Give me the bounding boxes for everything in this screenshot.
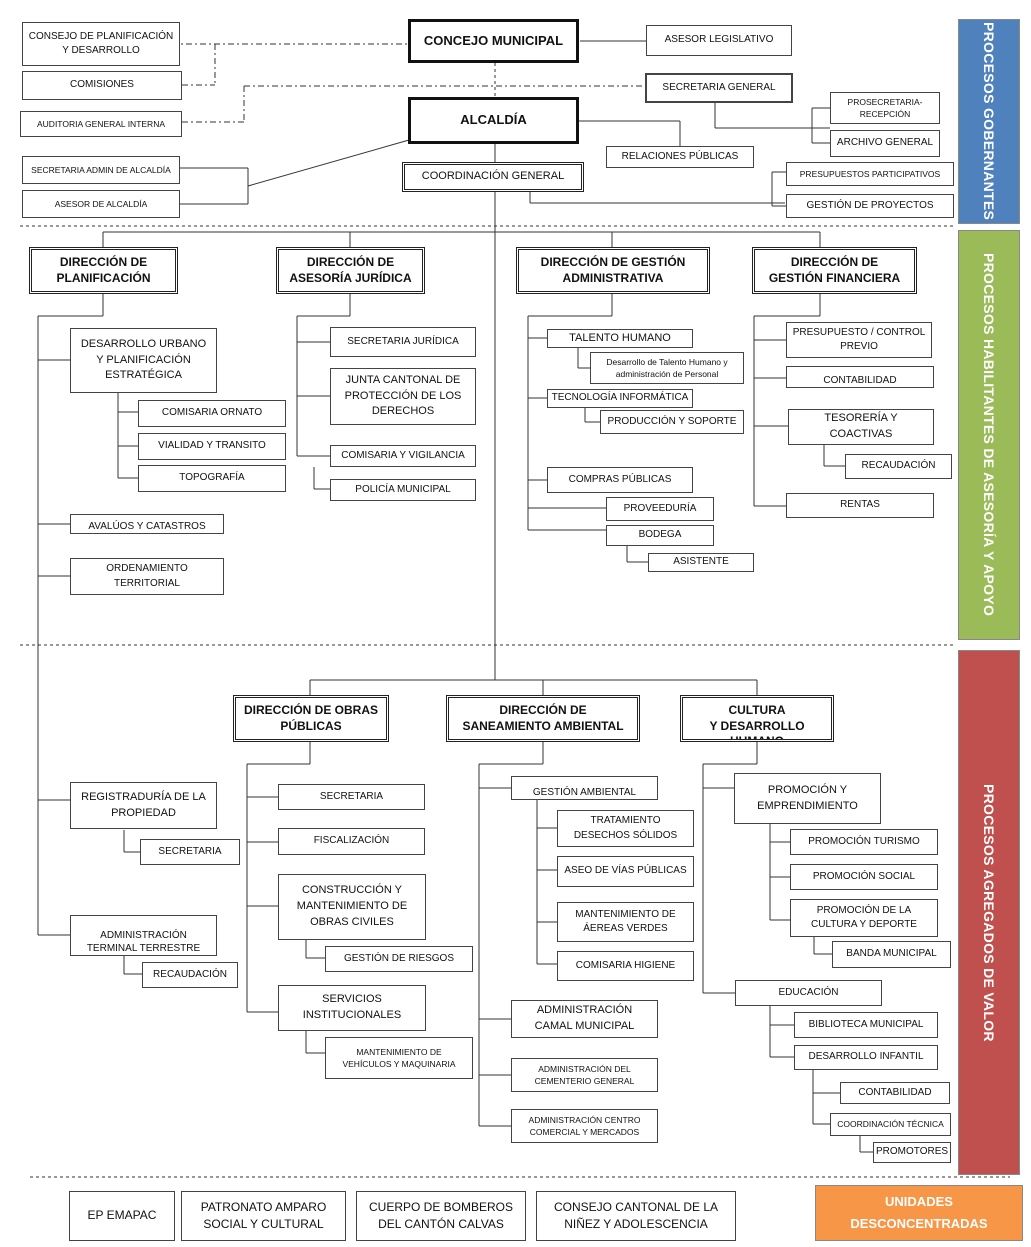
box-consejo-ninez: CONSEJO CANTONAL DE LA NIÑEZ Y ADOLESCEN… bbox=[536, 1191, 736, 1241]
box-desarrollo-urbano: DESARROLLO URBANO Y PLANIFICACIÓN ESTRAT… bbox=[70, 328, 217, 393]
band-habilitantes: PROCESOS HABILITANTES DE ASESORÍA Y APOY… bbox=[958, 230, 1020, 640]
box-direccion-saneamiento: DIRECCIÓN DE SANEAMIENTO AMBIENTAL bbox=[446, 695, 640, 742]
box-presupuestos-participativos: PRESUPUESTOS PARTICIPATIVOS bbox=[786, 162, 954, 186]
box-ep-emapac: EP EMAPAC bbox=[69, 1191, 175, 1241]
band-agregados: PROCESOS AGREGADOS DE VALOR bbox=[958, 650, 1020, 1175]
box-vialidad: VIALIDAD Y TRANSITO bbox=[138, 433, 286, 460]
box-secretaria-admin: SECRETARIA ADMIN DE ALCALDÍA bbox=[22, 156, 180, 184]
box-desarrollo-talento: Desarrollo de Talento Humano y administr… bbox=[590, 352, 744, 384]
box-mantenimiento-vehiculos: MANTENIMIENTO DE VEHÍCULOS Y MAQUINARIA bbox=[325, 1037, 473, 1079]
box-banda-municipal: BANDA MUNICIPAL bbox=[832, 941, 951, 968]
box-coordinacion-general: COORDINACIÓN GENERAL bbox=[402, 162, 584, 192]
box-contabilidad-cultura: CONTABILIDAD bbox=[840, 1082, 950, 1104]
box-comisaria-vigilancia: COMISARIA Y VIGILANCIA bbox=[330, 445, 476, 467]
box-direccion-planificacion: DIRECCIÓN DE PLANIFICACIÓN bbox=[29, 247, 178, 294]
band-gobernantes: PROCESOS GOBERNANTES bbox=[958, 19, 1020, 224]
box-asesor-alcaldia: ASESOR DE ALCALDÍA bbox=[22, 190, 180, 218]
box-promocion-social: PROMOCIÓN SOCIAL bbox=[790, 864, 938, 890]
box-recaudacion-financiera: RECAUDACIÓN bbox=[845, 454, 952, 479]
box-cementerio: ADMINISTRACIÓN DEL CEMENTERIO GENERAL bbox=[511, 1058, 658, 1092]
box-produccion-soporte: PRODUCCIÓN Y SOPORTE bbox=[600, 410, 744, 434]
box-direccion-obras: DIRECCIÓN DE OBRAS PÚBLICAS bbox=[233, 695, 389, 742]
box-ordenamiento: ORDENAMIENTO TERRITORIAL bbox=[70, 558, 224, 595]
box-registraduria: REGISTRADURÍA DE LA PROPIEDAD bbox=[70, 782, 217, 829]
box-direccion-juridica: DIRECCIÓN DE ASESORÍA JURÍDICA bbox=[276, 247, 425, 294]
box-secretaria-general: SECRETARIA GENERAL bbox=[645, 73, 793, 103]
box-mantenimiento-areas: MANTENIMIENTO DE ÁEREAS VERDES bbox=[557, 902, 694, 942]
box-relaciones-publicas: RELACIONES PÚBLICAS bbox=[606, 146, 754, 168]
box-comisiones: COMISIONES bbox=[22, 71, 182, 100]
box-fiscalizacion: FISCALIZACIÓN bbox=[278, 828, 425, 855]
box-aseo-vias: ASEO DE VÍAS PÚBLICAS bbox=[557, 856, 694, 887]
box-topografia: TOPOGRAFÍA bbox=[138, 465, 286, 492]
box-concejo-municipal: CONCEJO MUNICIPAL bbox=[408, 19, 579, 63]
box-rentas: RENTAS bbox=[786, 493, 934, 518]
band-agregados-label: PROCESOS AGREGADOS DE VALOR bbox=[981, 783, 997, 1042]
box-alcaldia: ALCALDÍA bbox=[408, 97, 579, 144]
box-avaluos: AVALÚOS Y CATASTROS bbox=[70, 514, 224, 534]
box-patronato: PATRONATO AMPARO SOCIAL Y CULTURAL bbox=[181, 1191, 346, 1241]
box-camal: ADMINISTRACIÓN CAMAL MUNICIPAL bbox=[511, 1000, 658, 1038]
box-direccion-cultura: DIRECCIÓN DE CULTURA Y DESARROLLO HUMANO bbox=[680, 695, 834, 742]
band-habilitantes-label: PROCESOS HABILITANTES DE ASESORÍA Y APOY… bbox=[981, 253, 997, 617]
box-recaudacion-terminal: RECAUDACIÓN bbox=[142, 962, 238, 988]
box-gestion-ambiental: GESTIÓN AMBIENTAL bbox=[511, 776, 658, 800]
box-tesoreria: TESORERÍA Y COACTIVAS bbox=[788, 409, 934, 445]
box-secretaria-juridica: SECRETARIA JURÍDICA bbox=[330, 327, 476, 357]
box-talento-humano: TALENTO HUMANO bbox=[547, 329, 693, 348]
box-promocion-emprendimiento: PROMOCIÓN Y EMPRENDIMIENTO bbox=[734, 773, 881, 824]
box-presupuesto-control: PRESUPUESTO / CONTROL PREVIO bbox=[786, 322, 932, 358]
box-centro-comercial: ADMINISTRACIÓN CENTRO COMERCIAL Y MERCAD… bbox=[511, 1109, 658, 1143]
box-direccion-administrativa: DIRECCIÓN DE GESTIÓN ADMINISTRATIVA bbox=[516, 247, 710, 294]
box-biblioteca: BIBLIOTECA MUNICIPAL bbox=[794, 1012, 938, 1038]
box-direccion-financiera: DIRECCIÓN DE GESTIÓN FINANCIERA bbox=[752, 247, 917, 294]
box-gestion-proyectos: GESTIÓN DE PROYECTOS bbox=[786, 194, 954, 218]
band-desconcentradas: UNIDADES DESCONCENTRADAS bbox=[815, 1185, 1023, 1241]
connector-line bbox=[247, 139, 410, 187]
box-comisaria-higiene: COMISARIA HIGIENE bbox=[557, 951, 694, 981]
box-terminal: ADMINISTRACIÓN TERMINAL TERRESTRE bbox=[70, 915, 217, 956]
box-archivo-general: ARCHIVO GENERAL bbox=[830, 130, 940, 157]
box-cultura-deporte: PROMOCIÓN DE LA CULTURA Y DEPORTE bbox=[790, 899, 938, 937]
box-bomberos: CUERPO DE BOMBEROS DEL CANTÓN CALVAS bbox=[356, 1191, 526, 1241]
box-secretaria-registro: SECRETARIA bbox=[140, 839, 240, 865]
box-desarrollo-infantil: DESARROLLO INFANTIL bbox=[794, 1045, 938, 1070]
box-educacion: EDUCACIÓN bbox=[735, 980, 882, 1006]
box-compras-publicas: COMPRAS PÚBLICAS bbox=[547, 467, 693, 493]
box-promotores: PROMOTORES bbox=[873, 1142, 951, 1163]
box-tecnologia: TECNOLOGÍA INFORMÁTICA bbox=[547, 389, 693, 408]
box-auditoria: AUDITORIA GENERAL INTERNA bbox=[20, 111, 182, 137]
box-consejo-planificacion: CONSEJO DE PLANIFICACIÓN Y DESARROLLO bbox=[22, 22, 180, 66]
box-servicios-institucionales: SERVICIOS INSTITUCIONALES bbox=[278, 985, 426, 1031]
box-proveeduria: PROVEEDURÍA bbox=[606, 497, 714, 521]
band-gobernantes-label: PROCESOS GOBERNANTES bbox=[981, 22, 997, 221]
box-asesor-legislativo: ASESOR LEGISLATIVO bbox=[646, 25, 792, 56]
box-tratamiento: TRATAMIENTO DESECHOS SÓLIDOS bbox=[557, 810, 694, 847]
box-comisaria-ornato: COMISARIA ORNATO bbox=[138, 400, 286, 427]
box-policia-municipal: POLICÍA MUNICIPAL bbox=[330, 479, 476, 501]
box-construccion: CONSTRUCCIÓN Y MANTENIMIENTO DE OBRAS CI… bbox=[278, 874, 426, 940]
box-coordinacion-tecnica: COORDINACIÓN TÉCNICA bbox=[830, 1113, 951, 1136]
box-bodega: BODEGA bbox=[606, 525, 714, 546]
box-gestion-riesgos: GESTIÓN DE RIESGOS bbox=[325, 946, 473, 972]
box-contabilidad-financiera: CONTABILIDAD bbox=[786, 366, 934, 388]
box-secretaria-obras: SECRETARIA bbox=[278, 784, 425, 810]
box-promocion-turismo: PROMOCIÓN TURISMO bbox=[790, 829, 938, 855]
box-asistente: ASISTENTE bbox=[648, 553, 754, 572]
box-prosecretaria: PROSECRETARIA- RECEPCIÓN bbox=[830, 92, 940, 124]
box-junta-cantonal: JUNTA CANTONAL DE PROTECCIÓN DE LOS DERE… bbox=[330, 368, 476, 425]
